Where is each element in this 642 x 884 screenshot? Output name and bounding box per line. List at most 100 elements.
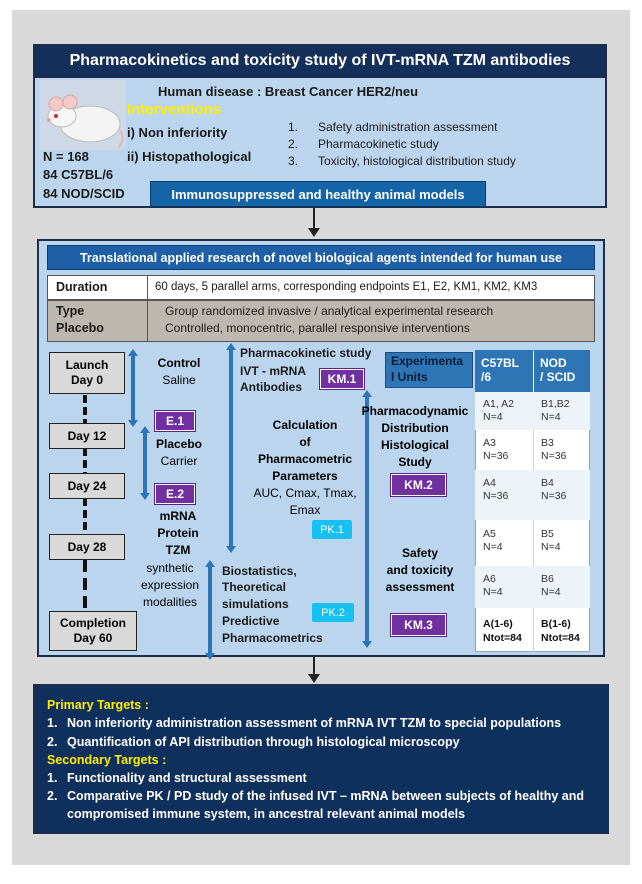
calc-line-1: Calculation xyxy=(272,418,338,432)
pk-arrow-up xyxy=(226,343,236,350)
table-row-5-b1: B6 xyxy=(541,573,554,585)
table-row-5-b2: N=4 xyxy=(541,586,561,598)
antibodies-label: Antibodies xyxy=(240,380,302,394)
mrna-label: mRNA xyxy=(159,509,197,523)
duration-value: 60 days, 5 parallel arms, corresponding … xyxy=(155,281,538,293)
day28-box: Day 28 xyxy=(49,534,125,560)
pd-line-3: Histological xyxy=(380,438,449,452)
modalities-label: modalities xyxy=(142,595,198,609)
primary-target-1-number: 1. xyxy=(47,716,58,730)
control-arrow-down xyxy=(128,420,138,427)
table-row-5-bg xyxy=(475,566,590,608)
table-total-b1: B(1-6) xyxy=(541,618,571,630)
table-row-4-b1: B5 xyxy=(541,528,554,540)
table-row-1-b1: B1,B2 xyxy=(541,398,570,410)
synthetic-label: synthetic xyxy=(146,561,194,575)
timeline-dash-2 xyxy=(83,448,87,474)
table-row-4-a2: N=4 xyxy=(483,541,503,553)
safety-line-1: Safety xyxy=(401,546,439,560)
day24-box: Day 24 xyxy=(49,473,125,499)
interventions-heading: Interventions xyxy=(127,101,222,118)
type-divider xyxy=(147,300,148,342)
flow-arrow-top-head xyxy=(308,228,320,237)
table-row-2-b2: N=36 xyxy=(541,450,567,462)
expression-label: expression xyxy=(140,578,200,592)
placebo-label: Placebo xyxy=(56,321,104,335)
secondary-targets-heading: Secondary Targets : xyxy=(47,753,167,767)
pk-study-label: Pharmacokinetic study xyxy=(240,346,372,360)
experimental-units-line-1: Experimenta xyxy=(391,354,464,368)
table-row-5-a2: N=4 xyxy=(483,586,503,598)
aim-3-text: Toxicity, histological distribution stud… xyxy=(318,154,516,168)
flow-arrow-bottom-head xyxy=(308,674,320,683)
placebo-arm-label: Placebo xyxy=(155,437,203,451)
calc-line-2: of xyxy=(299,435,311,449)
table-total-a1: A(1-6) xyxy=(483,618,513,630)
targets-panel xyxy=(33,684,609,834)
sample-size-total: N = 168 xyxy=(43,149,89,164)
aim-1-number: 1. xyxy=(288,120,299,134)
safety-line-2: and toxicity xyxy=(386,563,454,577)
col-nod-header-line-1: NOD xyxy=(540,356,567,370)
col-nod-header-line-2: / SCID xyxy=(540,370,576,384)
pd-line-4: Study xyxy=(398,455,432,469)
pk-arrow-down xyxy=(226,546,236,553)
pd-line-1: Pharmacodynamic xyxy=(361,404,469,418)
bio-line-2: Theoretical xyxy=(222,580,287,594)
km1-tag: KM.1 xyxy=(319,368,365,390)
bio-line-1: Biostatistics, xyxy=(222,564,297,578)
primary-target-2-number: 2. xyxy=(47,735,58,749)
table-row-1-a1: A1, A2 xyxy=(483,398,514,410)
pk2-tag: PK.2 xyxy=(312,603,354,622)
protein-label: Protein xyxy=(157,526,199,540)
timeline-dash-3 xyxy=(83,498,87,534)
primary-target-2-text: Quantification of API distribution throu… xyxy=(67,735,460,749)
control-arrow-shaft xyxy=(131,356,135,420)
study-title: Pharmacokinetics and toxicity study of I… xyxy=(33,44,607,78)
secondary-target-1-text: Functionality and structural assessment xyxy=(67,771,307,785)
saline-label: Saline xyxy=(162,373,196,387)
table-row-3-a2: N=36 xyxy=(483,490,509,502)
control-arrow-up xyxy=(128,349,138,356)
secondary-target-1-number: 1. xyxy=(47,771,58,785)
col-c57-header-line-1: C57BL xyxy=(481,356,520,370)
placebo-arrow-shaft xyxy=(143,433,147,493)
duration-divider xyxy=(147,275,148,300)
placebo-arrow-down xyxy=(140,493,150,500)
table-row-2-a1: A3 xyxy=(483,437,496,449)
experimental-units-line-2: l Units xyxy=(391,370,428,384)
mrna-arrow-down xyxy=(205,653,215,660)
table-row-4-a1: A5 xyxy=(483,528,496,540)
col-nod-header: NOD / SCID xyxy=(534,350,590,392)
table-total-a2: Ntot=84 xyxy=(483,632,522,644)
km2-tag: KM.2 xyxy=(390,473,447,497)
col-c57-header: C57BL /6 xyxy=(475,350,533,392)
table-row-3-a1: A4 xyxy=(483,477,496,489)
table-row-1-bg xyxy=(475,392,590,430)
sample-size-c57: 84 C57BL/6 xyxy=(43,167,114,182)
control-label: Control xyxy=(157,356,201,370)
mrna-arrow-shaft xyxy=(208,567,212,653)
tzm-label: TZM xyxy=(165,543,191,557)
secondary-target-2-text: Comparative PK / PD study of the infused… xyxy=(67,789,584,803)
type-value: Group randomized invasive / analytical e… xyxy=(165,304,494,318)
mrna-arrow-up xyxy=(205,560,215,567)
pd-arrow-down xyxy=(362,641,372,648)
carrier-label: Carrier xyxy=(160,454,198,468)
day12-box: Day 12 xyxy=(49,423,125,449)
ivt-mrna-label: IVT - mRNA xyxy=(240,364,306,378)
bio-line-5: Pharmacometrics xyxy=(222,631,323,645)
timeline-dash-1 xyxy=(83,395,87,423)
pd-arrow-shaft xyxy=(365,397,369,641)
pd-arrow-up xyxy=(362,390,372,397)
type-label: Type xyxy=(56,304,85,318)
flow-arrow-top xyxy=(313,208,315,230)
launch-day0-box: Launch Day 0 xyxy=(49,352,125,394)
duration-label: Duration xyxy=(56,280,108,294)
params-line-1: AUC, Cmax, Tmax, xyxy=(253,486,357,500)
completion-label: Completion xyxy=(60,616,126,630)
completion-day60-box: Completion Day 60 xyxy=(49,611,137,651)
flow-arrow-bottom xyxy=(313,657,315,676)
safety-line-3: assessment xyxy=(385,580,455,594)
e2-tag: E.2 xyxy=(154,483,196,505)
